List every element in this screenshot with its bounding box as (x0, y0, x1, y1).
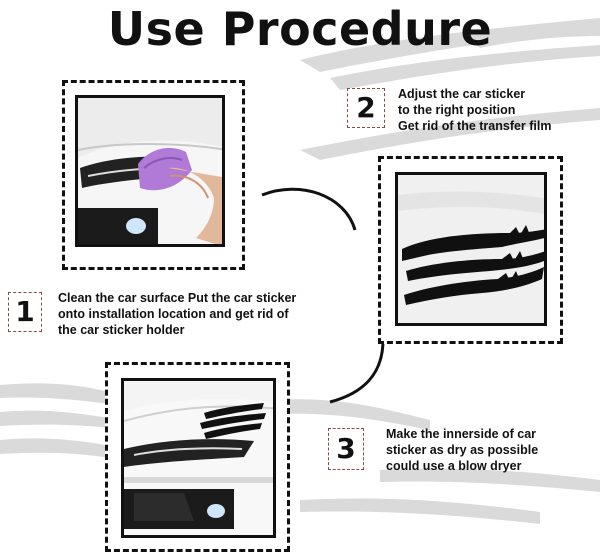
claw-sticker (402, 225, 544, 305)
step-1-line-2: onto installation location and get rid o… (58, 307, 289, 321)
claw-sticker-on-hood (200, 403, 266, 439)
step-2-line-1: Adjust the car sticker (398, 87, 526, 101)
connector-arc-1-2 (261, 187, 357, 231)
step-2-description: Adjust the car sticker to the right posi… (398, 86, 552, 134)
headlight-shape (124, 439, 254, 467)
step-3-line-2: sticker as dry as possible (386, 443, 539, 457)
step-1-description: Clean the car surface Put the car sticke… (58, 290, 296, 338)
step-3-description: Make the innerside of car sticker as dry… (386, 426, 538, 474)
step-3-photo (121, 378, 276, 538)
step-3-line-3: could use a blow dryer (386, 459, 522, 473)
step-3-frame (105, 362, 290, 552)
step-3-number: 3 (328, 428, 364, 470)
page-title: Use Procedure (107, 2, 493, 56)
step-2-frame (378, 156, 563, 344)
step-1-line-3: the car sticker holder (58, 323, 185, 337)
step-1-frame (62, 80, 245, 270)
step-3-line-1: Make the innerside of car (386, 427, 537, 441)
step-2-photo (395, 172, 547, 326)
step-2-number: 2 (347, 88, 385, 128)
step-2-line-2: to the right position (398, 103, 516, 117)
step-1-photo (75, 95, 225, 247)
step-1-line-1: Clean the car surface Put the car sticke… (58, 291, 297, 305)
step-1-number: 1 (8, 292, 42, 332)
connector-arc-2-3 (329, 339, 385, 404)
step-2-line-3: Get rid of the transfer film (398, 119, 552, 133)
